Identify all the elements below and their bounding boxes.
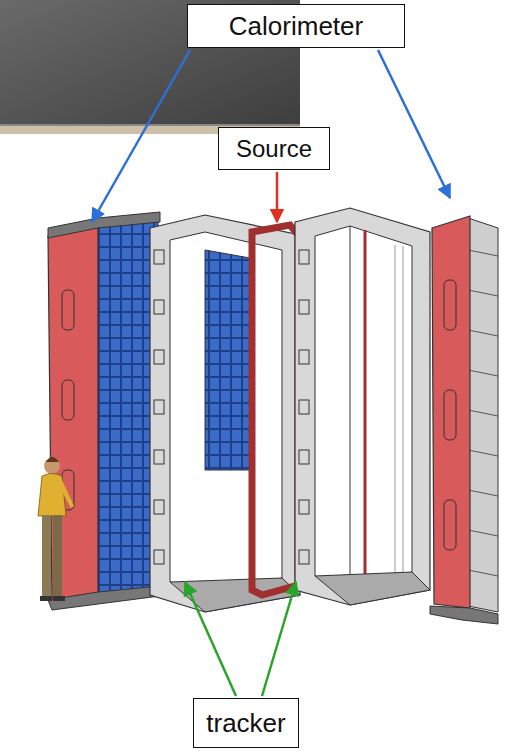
leader-arrow (262, 582, 296, 696)
leader-arrow (92, 50, 190, 222)
leader-arrow (276, 172, 279, 222)
leader-arrow (378, 50, 450, 198)
label-box: tracker (193, 698, 299, 748)
label-box: Source (218, 127, 330, 170)
label-box: Calorimeter (187, 4, 405, 48)
label-text: tracker (206, 708, 285, 739)
label-text: Calorimeter (229, 11, 363, 42)
leader-arrow (185, 582, 236, 696)
label-text: Source (236, 135, 312, 163)
